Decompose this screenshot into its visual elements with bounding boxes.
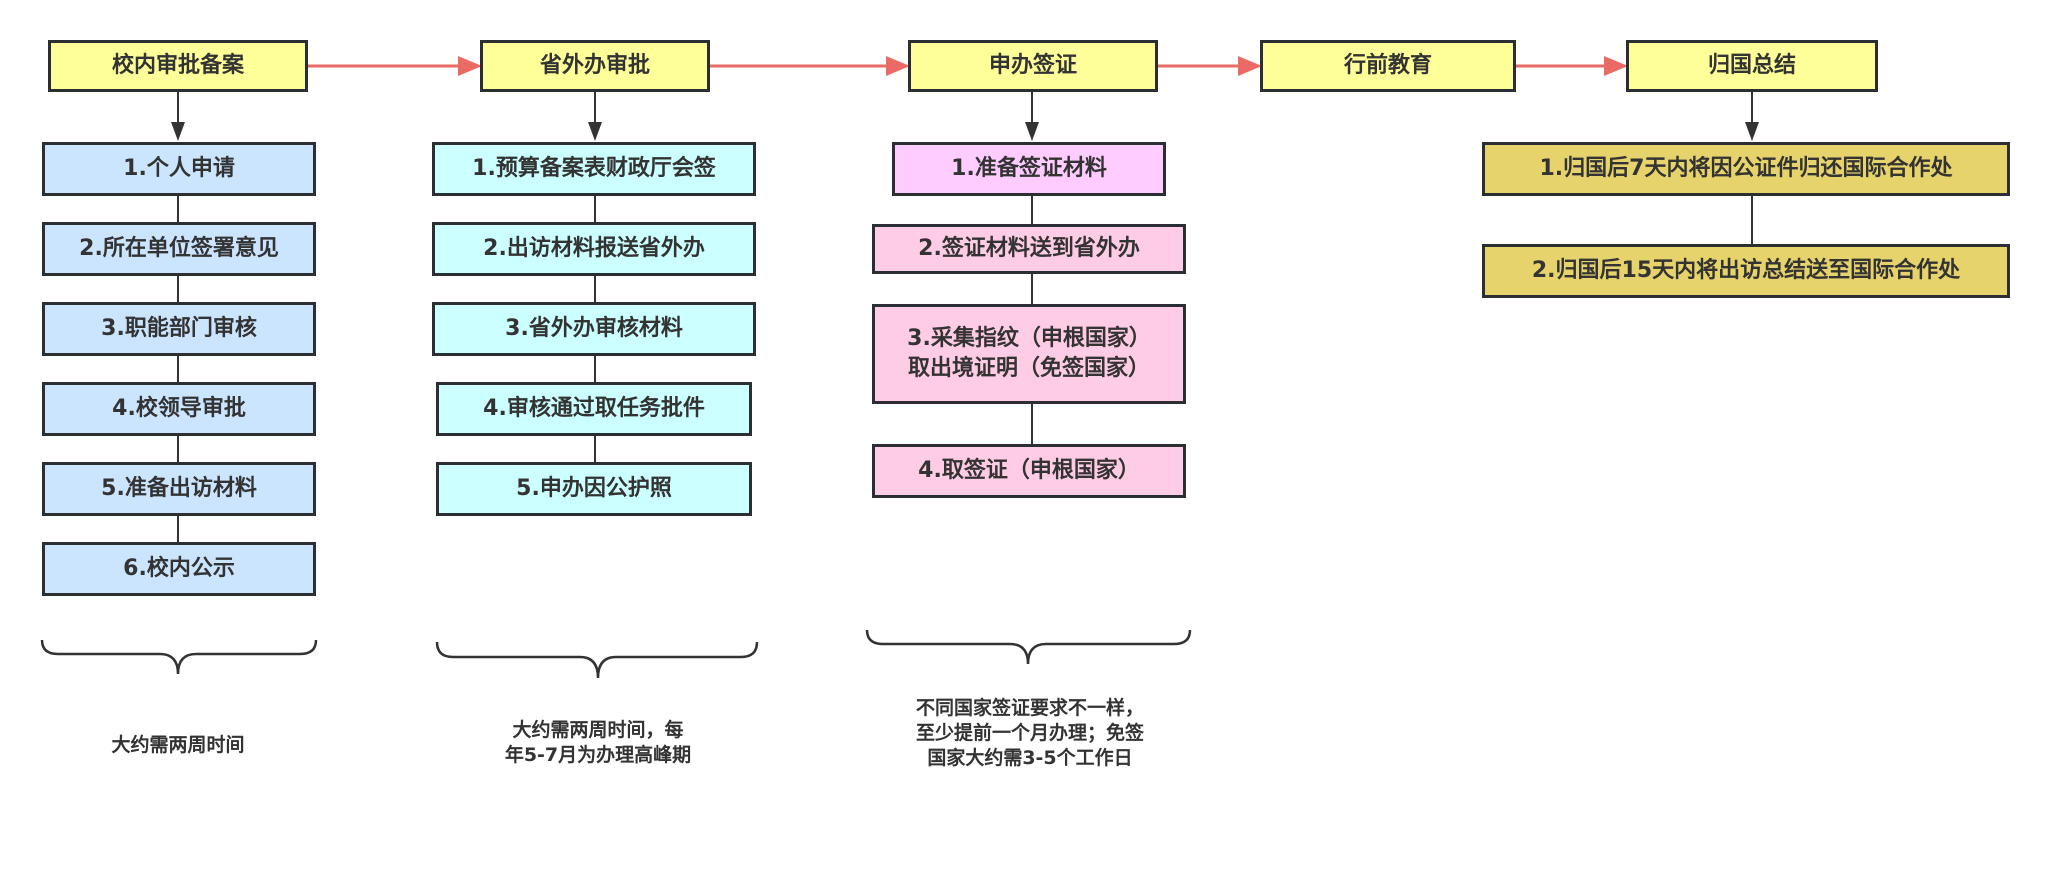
step-label: 2.签证材料送到省外办 xyxy=(918,236,1140,261)
down-arrow-col1 xyxy=(171,92,185,141)
down-arrow-col2 xyxy=(588,92,602,141)
provincial-step-2[interactable]: 2.出访材料报送省外办 xyxy=(432,222,756,276)
stage-label: 归国总结 xyxy=(1707,53,1796,78)
step-label: 1.个人申请 xyxy=(123,156,235,181)
step-label: 4.审核通过取任务批件 xyxy=(483,396,705,421)
flow-arrow-2-3 xyxy=(710,56,910,76)
step-label: 1.归国后7天内将因公证件归还国际合作处 xyxy=(1539,156,1953,181)
provincial-step-1[interactable]: 1.预算备案表财政厅会签 xyxy=(432,142,756,196)
visa-step-3[interactable]: 3.采集指纹（申根国家） 取出境证明（免签国家） xyxy=(872,304,1186,404)
stage-internal-approval[interactable]: 校内审批备案 xyxy=(48,40,308,92)
internal-step-2[interactable]: 2.所在单位签署意见 xyxy=(42,222,316,276)
step-label: 1.预算备案表财政厅会签 xyxy=(472,156,716,181)
internal-step-6[interactable]: 6.校内公示 xyxy=(42,542,316,596)
step-label-line-2: 取出境证明（免签国家） xyxy=(907,356,1150,381)
note-line-3: 国家大约需3-5个工作日 xyxy=(927,747,1133,769)
note-line-1: 不同国家签证要求不一样， xyxy=(915,697,1144,719)
provincial-step-4[interactable]: 4.审核通过取任务批件 xyxy=(436,382,752,436)
note-line-2: 年5-7月为办理高峰期 xyxy=(504,744,692,766)
step-label: 4.取签证（申根国家） xyxy=(918,458,1140,483)
stage-label: 省外办审批 xyxy=(539,53,650,78)
stage-return-summary[interactable]: 归国总结 xyxy=(1626,40,1878,92)
internal-step-4[interactable]: 4.校领导审批 xyxy=(42,382,316,436)
step-label: 3.职能部门审核 xyxy=(101,316,257,341)
note-internal-approval: 大约需两周时间 xyxy=(60,733,296,758)
note-visa: 不同国家签证要求不一样， 至少提前一个月办理；免签 国家大约需3-5个工作日 xyxy=(880,696,1180,771)
step-label: 4.校领导审批 xyxy=(112,396,246,421)
visa-step-1[interactable]: 1.准备签证材料 xyxy=(892,142,1166,196)
stage-provincial-approval[interactable]: 省外办审批 xyxy=(480,40,710,92)
visa-step-2[interactable]: 2.签证材料送到省外办 xyxy=(872,224,1186,274)
return-step-1[interactable]: 1.归国后7天内将因公证件归还国际合作处 xyxy=(1482,142,2010,196)
step-label: 6.校内公示 xyxy=(123,556,235,581)
internal-step-5[interactable]: 5.准备出访材料 xyxy=(42,462,316,516)
note-provincial-approval: 大约需两周时间，每 年5-7月为办理高峰期 xyxy=(462,718,734,768)
step-label: 5.准备出访材料 xyxy=(101,476,257,501)
stage-label: 申办签证 xyxy=(988,53,1077,78)
visa-step-4[interactable]: 4.取签证（申根国家） xyxy=(872,444,1186,498)
internal-step-1[interactable]: 1.个人申请 xyxy=(42,142,316,196)
step-label: 2.归国后15天内将出访总结送至国际合作处 xyxy=(1531,258,1961,283)
flow-arrow-3-4 xyxy=(1158,56,1262,76)
return-step-2[interactable]: 2.归国后15天内将出访总结送至国际合作处 xyxy=(1482,244,2010,298)
flow-arrow-1-2 xyxy=(308,56,482,76)
step-label: 2.出访材料报送省外办 xyxy=(483,236,705,261)
note-line-1: 大约需两周时间，每 xyxy=(512,719,684,741)
brace-col2 xyxy=(435,641,759,679)
down-arrow-col5 xyxy=(1745,92,1759,141)
step-label: 1.准备签证材料 xyxy=(951,156,1107,181)
step-label: 5.申办因公护照 xyxy=(516,476,672,501)
stage-label: 行前教育 xyxy=(1343,53,1432,78)
provincial-step-5[interactable]: 5.申办因公护照 xyxy=(436,462,752,516)
stage-visa[interactable]: 申办签证 xyxy=(908,40,1158,92)
down-arrow-col3 xyxy=(1025,92,1039,141)
internal-step-3[interactable]: 3.职能部门审核 xyxy=(42,302,316,356)
stage-pre-departure-education[interactable]: 行前教育 xyxy=(1260,40,1516,92)
note-text: 大约需两周时间 xyxy=(111,734,245,756)
note-line-2: 至少提前一个月办理；免签 xyxy=(915,722,1144,744)
step-label: 2.所在单位签署意见 xyxy=(79,236,279,261)
step-label-line-1: 3.采集指纹（申根国家） xyxy=(907,326,1151,351)
step-label: 3.省外办审核材料 xyxy=(505,316,683,341)
stage-label: 校内审批备案 xyxy=(111,53,244,78)
provincial-step-3[interactable]: 3.省外办审核材料 xyxy=(432,302,756,356)
brace-col3 xyxy=(865,629,1192,665)
brace-col1 xyxy=(40,639,318,675)
flow-arrow-4-5 xyxy=(1516,56,1628,76)
